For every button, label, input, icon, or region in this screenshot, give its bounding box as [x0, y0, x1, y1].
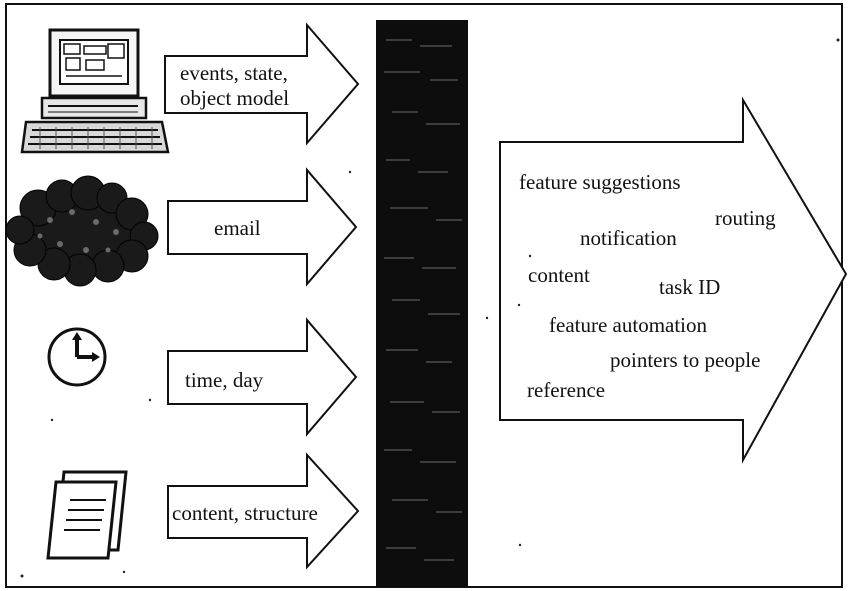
clock-icon: [47, 327, 107, 387]
input-label-content-structure: content, structure: [172, 501, 318, 525]
network-cloud-texture: [37, 209, 119, 253]
output-label-pointers-to-people: pointers to people: [610, 348, 761, 372]
output-label-reference: reference: [527, 378, 606, 402]
computer-icon: [20, 28, 170, 154]
input-arrow-1: [164, 22, 360, 146]
input-label-events-state: events, state,: [180, 61, 288, 85]
output-label-routing: routing: [715, 206, 776, 230]
output-label-feature-automation: feature automation: [549, 313, 708, 337]
processing-band: [376, 20, 468, 587]
input-label-email: email: [214, 216, 261, 240]
output-label-notification: notification: [580, 226, 677, 250]
processing-band-noise: [384, 39, 462, 561]
output-label-task-id: task ID: [659, 275, 721, 299]
input-label-time-day: time, day: [185, 368, 264, 392]
input-arrow-2: [167, 167, 358, 287]
input-label-object-model: object model: [180, 86, 290, 110]
output-label-content: content: [528, 263, 590, 287]
input-arrow-3: [167, 317, 358, 437]
input-arrow-4: [167, 452, 360, 570]
output-arrow: [499, 96, 848, 464]
output-label-feature-suggestions: feature suggestions: [519, 170, 681, 194]
network-cloud-icon: [5, 175, 159, 287]
scan-specks: [20, 38, 840, 578]
document-icon: [46, 470, 128, 560]
